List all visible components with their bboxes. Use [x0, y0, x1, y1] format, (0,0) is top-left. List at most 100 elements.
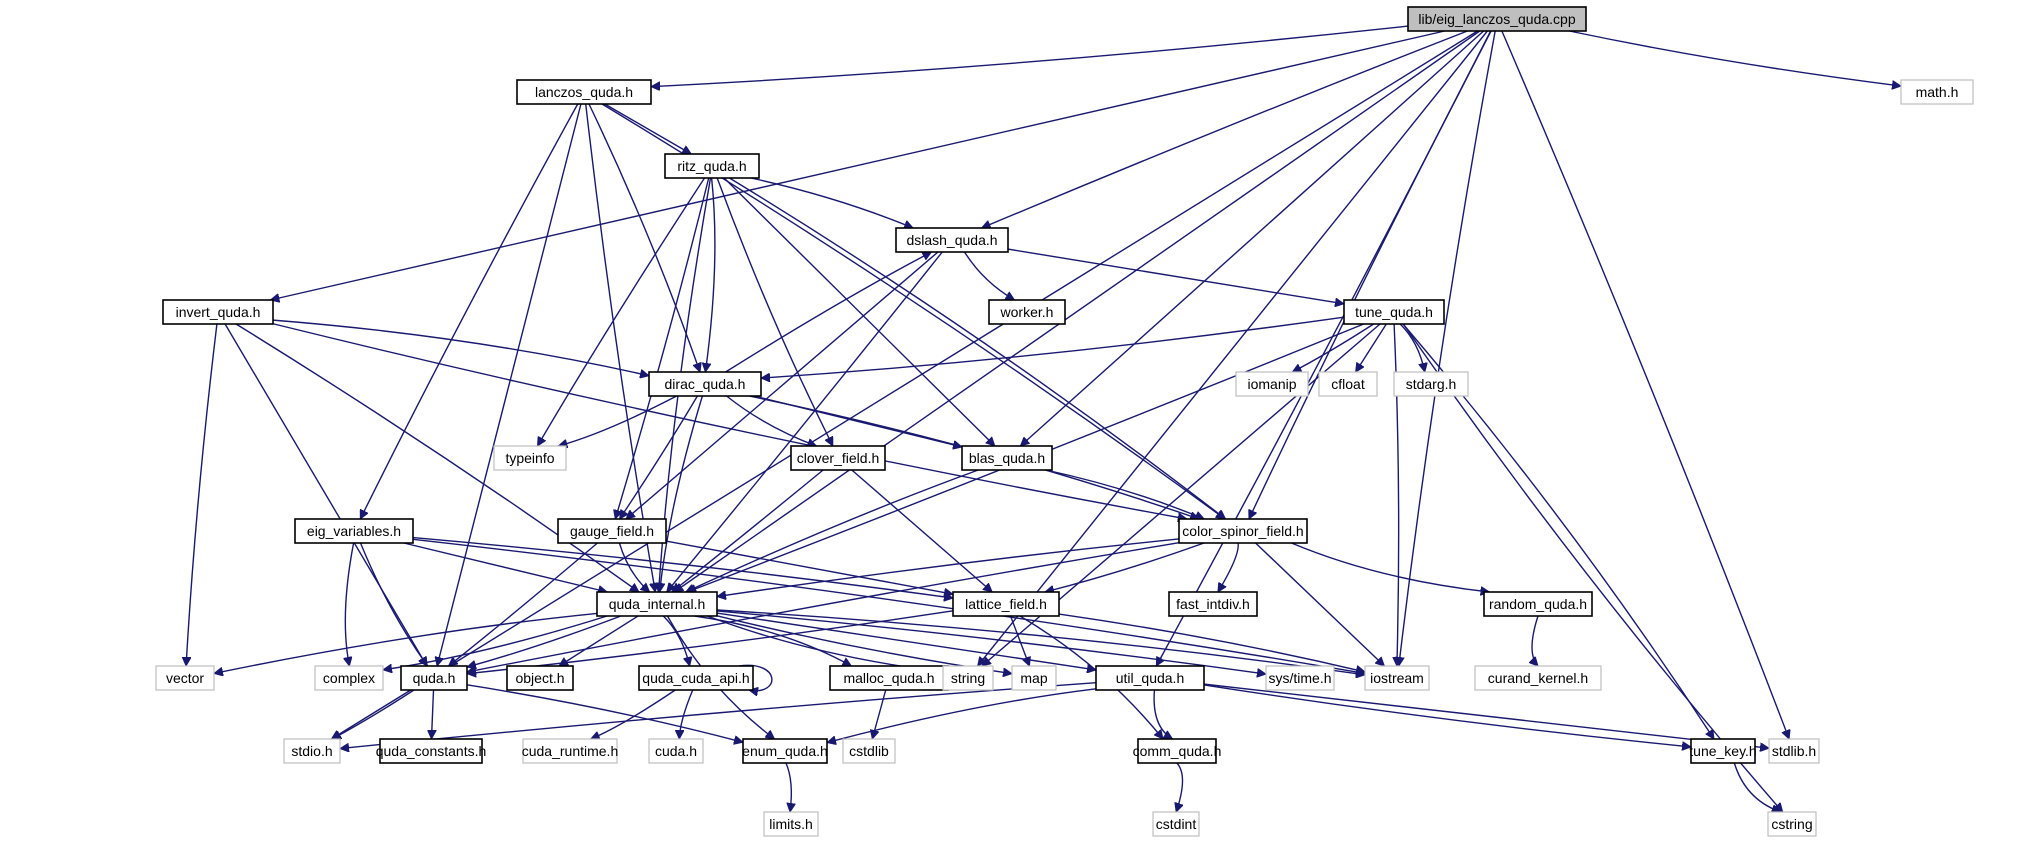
node-box	[1474, 665, 1602, 691]
node-label: stdarg.h	[1406, 376, 1457, 392]
node-box	[1343, 299, 1445, 325]
node-label: stdlib.h	[1772, 743, 1816, 759]
edge-dslash-to-gauge	[626, 251, 939, 519]
node-box	[942, 665, 994, 691]
node-lattice[interactable]: lattice_field.h	[952, 591, 1060, 617]
edge-dirac-to-gauge	[619, 395, 699, 519]
node-box	[952, 591, 1060, 617]
node-label: eig_variables.h	[307, 523, 401, 539]
edge-csf-to-fastintdiv	[1217, 542, 1239, 592]
edge-root-to-math	[1569, 30, 1901, 86]
edge-csf-to-lattice	[1045, 542, 1205, 592]
edge-eigvars-to-complex	[345, 542, 355, 666]
edge-csf-to-iostream	[1255, 542, 1385, 666]
edge-tune-to-stdarg	[1399, 323, 1425, 372]
node-comm[interactable]: comm_quda.h	[1133, 738, 1222, 764]
edge-lattice-to-map	[1009, 615, 1030, 666]
edge-dslash-to-worker	[963, 251, 1015, 301]
edge-util-to-comm	[1153, 689, 1172, 740]
node-label: dirac_quda.h	[665, 376, 746, 392]
edge-ritz-to-clover	[716, 177, 834, 446]
node-box	[493, 445, 567, 471]
node-qinternal[interactable]: quda_internal.h	[596, 591, 718, 617]
node-ritz[interactable]: ritz_quda.h	[664, 153, 760, 179]
node-box	[1483, 591, 1593, 617]
node-limits: limits.h	[763, 811, 819, 837]
node-cudaapi[interactable]: quda_cuda_api.h	[638, 665, 754, 691]
node-box	[379, 738, 483, 764]
node-object[interactable]: object.h	[506, 665, 574, 691]
node-box	[1318, 371, 1378, 397]
node-label: iomanip	[1247, 376, 1296, 392]
node-dslash[interactable]: dslash_quda.h	[895, 227, 1009, 253]
node-iomanip: iomanip	[1235, 371, 1309, 397]
edge-invert-to-vector	[186, 323, 218, 666]
node-qconst[interactable]: quda_constants.h	[376, 738, 487, 764]
node-root[interactable]: lib/eig_lanczos_quda.cpp	[1407, 6, 1587, 32]
node-box	[895, 227, 1009, 253]
node-string: string	[942, 665, 994, 691]
edge-ritz-to-dirac	[705, 177, 716, 372]
node-label: curand_kernel.h	[1488, 670, 1588, 686]
node-quda[interactable]: quda.h	[400, 665, 468, 691]
node-box	[283, 738, 341, 764]
node-label: quda_cuda_api.h	[642, 670, 749, 686]
node-iostream: iostream	[1364, 665, 1430, 691]
edge-root-to-csf	[1249, 30, 1492, 519]
node-malloc[interactable]: malloc_quda.h	[829, 665, 949, 691]
edge-root-to-dslash	[982, 30, 1468, 228]
node-clover[interactable]: clover_field.h	[790, 445, 886, 471]
node-csf[interactable]: color_spinor_field.h	[1178, 518, 1308, 544]
edge-enumq-to-limits	[785, 762, 791, 812]
node-typeinfo: typeinfo	[493, 445, 567, 471]
node-random[interactable]: random_quda.h	[1483, 591, 1593, 617]
node-tunekey[interactable]: tune_key.h	[1689, 738, 1757, 764]
edge-root-to-blas	[1020, 30, 1485, 446]
node-label: cstdlib	[849, 743, 889, 759]
node-box	[1095, 665, 1205, 691]
node-label: cfloat	[1331, 376, 1365, 392]
node-invert[interactable]: invert_quda.h	[162, 299, 274, 325]
node-lanczos[interactable]: lanczos_quda.h	[516, 79, 652, 105]
node-box	[1364, 665, 1430, 691]
node-box	[648, 738, 704, 764]
edge-gauge-to-lattice	[665, 540, 953, 594]
node-label: dslash_quda.h	[906, 232, 997, 248]
edge-qinternal-to-quda	[467, 615, 622, 667]
edge-comm-to-cstdint	[1176, 762, 1182, 812]
edge-ritz-to-dslash	[750, 177, 913, 228]
node-label: tune_key.h	[1689, 743, 1756, 759]
node-box	[516, 79, 652, 105]
node-label: tune_quda.h	[1355, 304, 1433, 320]
node-box	[1407, 6, 1587, 32]
node-label: stdio.h	[291, 743, 332, 759]
node-gauge[interactable]: gauge_field.h	[557, 518, 667, 544]
node-box	[1265, 665, 1335, 691]
node-box	[1152, 811, 1200, 837]
edge-invert-to-dirac	[272, 319, 649, 376]
node-fastintdiv[interactable]: fast_intdiv.h	[1168, 591, 1258, 617]
node-box	[1137, 738, 1217, 764]
edge-qinternal-to-iostream	[716, 609, 1365, 675]
node-label: quda_constants.h	[376, 743, 487, 759]
node-label: limits.h	[769, 816, 813, 832]
node-dirac[interactable]: dirac_quda.h	[648, 371, 762, 397]
node-eigvars[interactable]: eig_variables.h	[294, 518, 414, 544]
node-worker[interactable]: worker.h	[988, 299, 1066, 325]
edge-lanczos-to-dirac	[588, 103, 700, 372]
edge-cudaapi-to-cudart	[591, 689, 676, 739]
edge-invert-to-csf	[272, 323, 1187, 519]
node-tune[interactable]: tune_quda.h	[1343, 299, 1445, 325]
node-label: malloc_quda.h	[843, 670, 934, 686]
node-label: cuda_runtime.h	[522, 743, 619, 759]
node-enumq[interactable]: enum_quda.h	[742, 738, 828, 764]
edge-qinternal-to-cudaapi	[662, 615, 689, 666]
node-util[interactable]: util_quda.h	[1095, 665, 1205, 691]
edge-dirac-to-typeinfo	[558, 395, 677, 446]
node-math: math.h	[1900, 79, 1974, 105]
node-label: cstring	[1771, 816, 1812, 832]
node-complex: complex	[314, 665, 384, 691]
node-blas[interactable]: blas_quda.h	[961, 445, 1053, 471]
